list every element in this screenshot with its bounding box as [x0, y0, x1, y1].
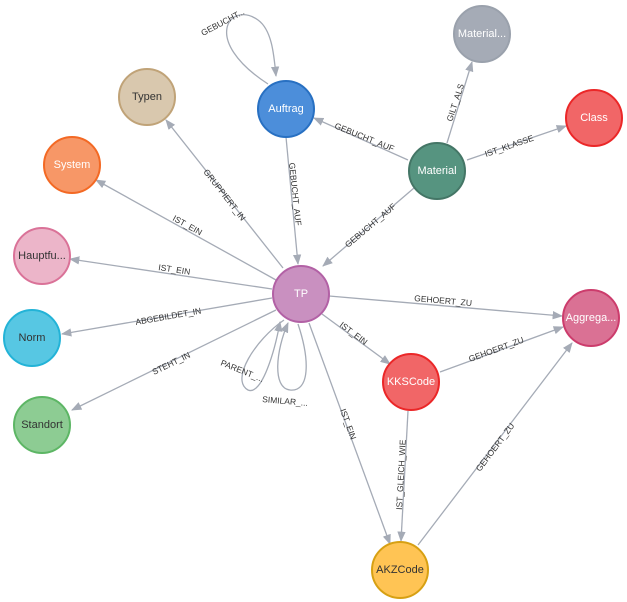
node-akzcode[interactable]: AKZCode: [371, 541, 429, 599]
edge-material-tp[interactable]: [322, 187, 415, 267]
edge-label-material-class: IST_KLASSE: [483, 133, 535, 159]
nodes: Auftrag Typen System Hauptfu... Norm Sta…: [3, 5, 623, 599]
edge-tp-kkscode[interactable]: [321, 313, 391, 365]
node-system-label: System: [54, 159, 91, 171]
edge-label-material-tp: GEBUCHT_AUF: [343, 201, 398, 249]
edge-kkscode-akzcode[interactable]: [397, 410, 409, 543]
edge-tp-hauptfu[interactable]: [68, 256, 273, 290]
node-auftrag-label: Auftrag: [268, 103, 303, 115]
edge-label-kkscode-aggrega: GEHOERT_ZU: [467, 335, 525, 364]
node-material-circle[interactable]: [408, 142, 466, 200]
edge-tp-aggrega[interactable]: [328, 295, 564, 320]
node-material-label: Material: [417, 165, 456, 177]
edge-auftrag-tp[interactable]: [285, 136, 302, 266]
node-hauptfu-circle[interactable]: [13, 227, 71, 285]
edge-kkscode-aggrega[interactable]: [439, 326, 564, 373]
node-material-dots[interactable]: Material...: [453, 5, 511, 63]
edge-label-tp-typen: GRUPPIERT_IN: [201, 167, 247, 223]
edge-label-material-auftrag: GEBUCHT_AUF: [333, 121, 395, 154]
node-norm-label: Norm: [19, 332, 46, 344]
edge-label-tp-norm: ABGEBILDET_IN: [135, 306, 202, 327]
node-norm[interactable]: Norm: [3, 309, 61, 367]
edge-label-tp-hauptfu: IST_EIN: [158, 262, 191, 277]
node-akzcode-label: AKZCode: [376, 564, 424, 576]
edge-label-akzcode-aggrega: GEHOERT_ZU: [474, 421, 517, 473]
node-auftrag[interactable]: Auftrag: [257, 80, 315, 138]
node-typen-label: Typen: [132, 91, 162, 103]
node-standort[interactable]: Standort: [13, 396, 71, 454]
edge-label-auftrag-tp: GEBUCHT_AUF: [287, 162, 304, 226]
node-class-circle[interactable]: [565, 89, 623, 147]
edge-material-auftrag[interactable]: [313, 117, 409, 161]
node-material-dots-circle[interactable]: [453, 5, 511, 63]
edge-auftrag-self[interactable]: [225, 14, 280, 85]
node-standort-circle[interactable]: [13, 396, 71, 454]
node-class-label: Class: [580, 112, 608, 124]
node-typen[interactable]: Typen: [118, 68, 176, 126]
node-material-dots-label: Material...: [458, 28, 506, 40]
node-typen-circle[interactable]: [118, 68, 176, 126]
edge-tp-standort[interactable]: [71, 309, 277, 411]
edge-akzcode-aggrega[interactable]: [417, 342, 573, 546]
node-system[interactable]: System: [43, 136, 101, 194]
node-aggrega[interactable]: Aggrega...: [562, 289, 620, 347]
edge-material-materialdots[interactable]: [446, 61, 474, 144]
node-auftrag-circle[interactable]: [257, 80, 315, 138]
edge-label-tp-akzcode: IST_EIN: [338, 407, 358, 441]
node-tp-label: TP: [294, 288, 308, 300]
node-kkscode-circle[interactable]: [382, 353, 440, 411]
node-class[interactable]: Class: [565, 89, 623, 147]
node-system-circle[interactable]: [43, 136, 101, 194]
edge-label-tp-standort: STEHT_IN: [150, 350, 191, 377]
edge-tp-self-parent[interactable]: [241, 319, 285, 391]
edge-label-tp-self-similar: SIMILAR_...: [262, 394, 309, 408]
edge-material-class[interactable]: [466, 125, 567, 161]
node-tp[interactable]: TP: [272, 265, 330, 323]
node-hauptfu[interactable]: Hauptfu...: [13, 227, 71, 285]
edge-label-auftrag-self: GEBUCHT...: [199, 7, 246, 38]
edge-tp-norm[interactable]: [60, 297, 273, 337]
edge-label-tp-kkscode: IST_EIN: [338, 320, 370, 347]
node-aggrega-circle[interactable]: [562, 289, 620, 347]
node-norm-circle[interactable]: [3, 309, 61, 367]
edge-label-kkscode-akzcode: IST_GLEICH_WIE: [394, 439, 408, 510]
edge-tp-self-similar[interactable]: [277, 322, 307, 391]
node-standort-label: Standort: [21, 419, 63, 431]
node-kkscode-label: KKSCode: [387, 376, 435, 388]
edge-tp-akzcode[interactable]: [308, 322, 391, 545]
node-tp-circle[interactable]: [272, 265, 330, 323]
node-hauptfu-label: Hauptfu...: [18, 250, 66, 262]
edge-tp-system[interactable]: [95, 179, 277, 281]
node-kkscode[interactable]: KKSCode: [382, 353, 440, 411]
edge-label-material-materialdots: GILT_ALS: [444, 82, 466, 123]
node-akzcode-circle[interactable]: [371, 541, 429, 599]
node-aggrega-label: Aggrega...: [566, 312, 617, 324]
edge-tp-typen[interactable]: [165, 119, 284, 269]
node-material[interactable]: Material: [408, 142, 466, 200]
